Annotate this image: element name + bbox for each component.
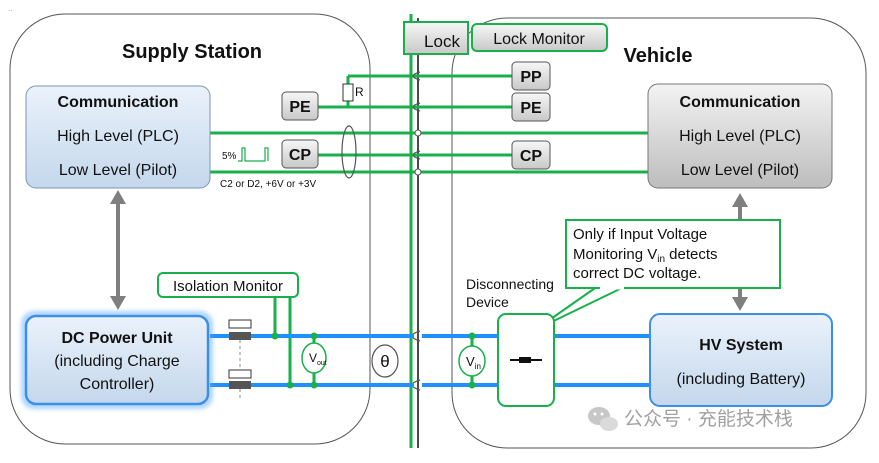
vehicle-high-level-label: High Level (PLC) <box>679 128 801 145</box>
vin-meter-icon <box>458 345 486 377</box>
vehicle-pe-key <box>511 92 551 122</box>
junction-dot <box>310 381 318 389</box>
temperature-sensor-icon <box>371 344 399 378</box>
dc-power-unit-glow <box>21 311 213 409</box>
watermark-text: 公众号 · 充能技术栈 <box>624 408 793 430</box>
dc-power-unit-subtitle-1: (including Charge <box>54 353 180 370</box>
lock-box <box>403 21 469 55</box>
resistor <box>342 83 354 102</box>
station-pe-label: PE <box>289 99 311 116</box>
vout-meter-icon <box>301 342 327 374</box>
vin-symbol: Vin <box>466 354 481 371</box>
vehicle-cp-label: CP <box>520 148 543 165</box>
resistor-label: R <box>355 85 364 99</box>
pp-pin <box>412 71 421 81</box>
lock-monitor-box <box>471 23 608 52</box>
cable-bundle-ellipse <box>341 125 357 179</box>
junction-dot <box>468 332 476 340</box>
station-comm-arrow <box>110 190 126 310</box>
plc-pin <box>414 129 422 137</box>
output-contactor-minus <box>228 369 252 389</box>
isolation-monitor-label: Isolation Monitor <box>173 278 283 295</box>
dc-power-unit-box <box>24 314 210 406</box>
station-pe-key <box>281 91 319 121</box>
pwm-waveform-icon <box>238 147 269 162</box>
isolation-monitor-box <box>157 272 299 298</box>
vehicle-communication-box <box>647 83 833 189</box>
disconnecting-device-label-2: Device <box>466 294 509 310</box>
station-communication-title: Communication <box>58 94 179 111</box>
station-cp-key <box>281 139 319 169</box>
vehicle-pe-label: PE <box>520 100 542 117</box>
dc-power-unit-title: DC Power Unit <box>61 330 173 347</box>
supply-station-title: Supply Station <box>122 41 262 63</box>
junction-dot <box>271 332 279 340</box>
output-contactor-plus <box>228 319 252 340</box>
cp-pin <box>412 150 421 160</box>
vehicle-title: Vehicle <box>624 45 693 67</box>
vout-symbol: Vout <box>309 351 327 367</box>
junction-dot <box>286 381 294 389</box>
wechat-logo-icon <box>588 407 618 431</box>
junction-dot <box>310 332 318 340</box>
callout-line-2: Monitoring Vin detects <box>573 246 718 265</box>
theta-symbol: θ <box>380 352 389 371</box>
vehicle-cp-key <box>511 140 551 170</box>
station-cp-label: CP <box>289 147 312 164</box>
vehicle-low-level-label: Low Level (Pilot) <box>681 162 799 179</box>
callout-box <box>565 219 781 289</box>
vehicle-communication-title: Communication <box>680 94 801 111</box>
hv-system-box <box>649 313 833 407</box>
supply-station-frame <box>9 13 371 445</box>
station-high-level-label: High Level (PLC) <box>57 128 179 145</box>
cp-state-note: C2 or D2, +6V or +3V <box>220 179 316 190</box>
junction-dot <box>468 381 476 389</box>
vehicle-pp-label: PP <box>520 69 542 86</box>
pe-pin <box>412 102 421 112</box>
station-low-level-label: Low Level (Pilot) <box>59 162 177 179</box>
disconnecting-device-label-1: Disconnecting <box>466 276 554 292</box>
lock-monitor-label: Lock Monitor <box>493 31 585 48</box>
vehicle-frame <box>451 17 867 449</box>
svg-text:..: .. <box>8 4 12 13</box>
lock-label: Lock <box>424 32 460 51</box>
pwm-duty-label: 5% <box>222 151 237 162</box>
dc-power-unit-subtitle-2: Controller) <box>80 376 155 393</box>
station-communication-box <box>25 85 211 189</box>
vehicle-pp-key <box>511 61 551 91</box>
pilot-pin <box>414 168 422 176</box>
hv-system-title: HV System <box>699 337 783 354</box>
callout-line-1: Only if Input Voltage <box>573 226 707 243</box>
callout-line-3: correct DC voltage. <box>573 265 701 282</box>
hv-system-subtitle: (including Battery) <box>677 371 806 388</box>
